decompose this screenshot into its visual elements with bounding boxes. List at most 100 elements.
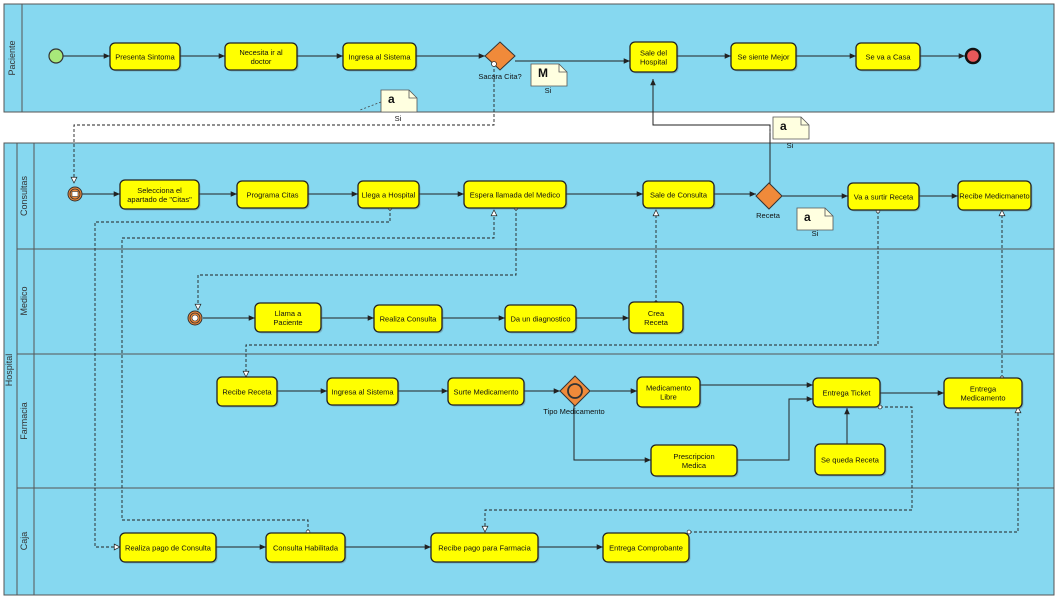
task-sale-consulta: Sale de Consulta [642, 180, 716, 210]
task-consulta-habilitada: Consulta Habilitada [265, 532, 347, 564]
gateway-tipo-medicamento [559, 375, 591, 407]
annotation-label: Si [787, 141, 794, 150]
task-va-surtir: Va a surtir Receta [847, 182, 921, 212]
task-label: Llega a Hospital [362, 190, 416, 199]
task-llega-hospital: Llega a Hospital [357, 180, 421, 210]
message-flows [74, 64, 1018, 547]
task-label: Prescripcion [673, 452, 714, 461]
task-label: Recibe Receta [222, 387, 272, 396]
task-label: Hospital [640, 57, 667, 66]
task-label: Libre [660, 392, 677, 401]
task-label: Crea [648, 309, 665, 318]
annotation-letter: a [780, 119, 787, 133]
task-label: Entrega [970, 384, 997, 393]
task-label: Se va a Casa [865, 52, 911, 61]
task-label: Entrega Ticket [823, 388, 872, 397]
task-ingresa-sistema-p: Ingresa al Sistema [342, 42, 418, 72]
task-ingresa-sistema-f: Ingresa al Sistema [326, 377, 400, 407]
task-label: doctor [251, 57, 272, 66]
lane-label-consultas: Consultas [19, 175, 29, 216]
task-label: Recibe pago para Farmacia [438, 543, 531, 552]
task-presenta-sintoma: Presenta Sintoma [109, 42, 182, 72]
gateway-receta [755, 182, 783, 210]
task-entrega-comprobante: Entrega Comprobante [602, 532, 691, 564]
task-espera-llamada: Espera llamada del Medico [463, 180, 568, 210]
task-da-diagnostico: Da un diagnostico [504, 304, 578, 334]
task-label: Medicamento [960, 393, 1005, 402]
task-label: Medicamento [646, 383, 691, 392]
task-se-siente-mejor: Se siente Mejor [730, 42, 798, 72]
task-label: Se queda Receta [821, 455, 880, 464]
pool-label-hospital: Hospital [4, 354, 14, 387]
gateway-label-receta: Receta [756, 211, 781, 220]
task-label: Recibe Medicmaneto [959, 191, 1029, 200]
task-label: Presenta Sintoma [115, 52, 175, 61]
task-label: apartado de "Citas" [127, 195, 192, 204]
message-start-event-medico [187, 310, 203, 326]
end-event-paciente [964, 47, 982, 65]
annotation-note1: aSi [380, 89, 418, 123]
annotation-note2: M Si [530, 63, 568, 95]
task-se-queda-receta: Se queda Receta [814, 443, 887, 477]
task-label: Consulta Habilitada [273, 543, 339, 552]
lane-label-farmacia: Farmacia [19, 402, 29, 440]
task-label: Espera llamada del Medico [470, 190, 560, 199]
message-start-event-consultas [67, 186, 83, 202]
annotation-links [359, 101, 771, 133]
task-label: Medica [682, 461, 707, 470]
task-label: Ingresa al Sistema [348, 52, 411, 61]
annotation-letter: a [388, 92, 395, 106]
task-se-va-casa: Se va a Casa [855, 42, 922, 72]
task-recibe-pago: Recibe pago para Farmacia [430, 532, 540, 564]
task-label: Paciente [273, 318, 302, 327]
annotation-letter: M [538, 66, 548, 80]
task-label: Entrega Comprobante [609, 543, 683, 552]
task-label: Da un diagnostico [510, 314, 570, 323]
gateway-label-tipo-medicamento: Tipo Medicamento [543, 407, 604, 416]
task-label: Ingresa al Sistema [331, 387, 394, 396]
task-label: Llama a [275, 309, 303, 318]
task-recibe-receta: Recibe Receta [216, 376, 279, 408]
annotation-note3: aSi [772, 116, 810, 150]
task-surte-medicamento: Surte Medicamento [447, 377, 526, 407]
start-event-paciente [48, 48, 64, 64]
task-label: Realiza pago de Consulta [125, 543, 212, 552]
task-recibe-medicamento: Recibe Medicmaneto [957, 180, 1033, 212]
annotation-label: Si [395, 114, 402, 123]
task-realiza-consulta: Realiza Consulta [373, 304, 444, 334]
task-label: Necesita ir al [239, 48, 283, 57]
task-label: Selecciona el [137, 186, 182, 195]
task-entrega-ticket: Entrega Ticket [812, 377, 882, 409]
pool-label-paciente: Paciente [7, 40, 17, 75]
task-label: Va a surtir Receta [854, 192, 914, 201]
annotation-letter: a [804, 210, 811, 224]
task-label: Receta [644, 318, 669, 327]
lane-label-medico: Medico [19, 286, 29, 315]
events [48, 47, 982, 326]
task-label: Sale del [640, 48, 667, 57]
annotation-note4: aSi [796, 207, 834, 238]
task-label: Realiza Consulta [380, 314, 438, 323]
task-label: Sale de Consulta [650, 190, 708, 199]
gateway-label-sacara-cita: Sacara Cita? [478, 72, 521, 81]
task-label: Surte Medicamento [453, 387, 518, 396]
task-label: Se siente Mejor [737, 52, 790, 61]
annotation-label: Si [812, 229, 819, 238]
task-label: Programa Citas [246, 190, 298, 199]
annotation-label: Si [545, 86, 552, 95]
task-programa-citas: Programa Citas [236, 180, 310, 210]
gateways: Sacara Cita? Receta Tipo Medicamento [478, 41, 783, 416]
lane-label-caja: Caja [19, 532, 29, 551]
task-realiza-pago: Realiza pago de Consulta [119, 532, 218, 564]
